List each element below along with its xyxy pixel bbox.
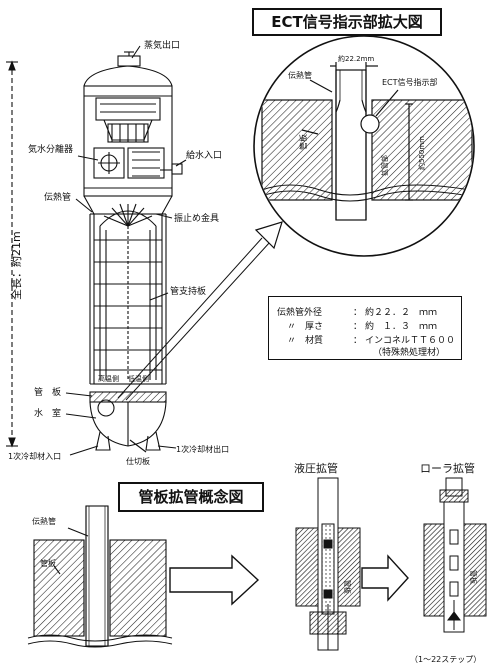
label-primary-outlet: 1次冷却材出口	[176, 444, 229, 454]
ect-label-diameter: 約22.2mm	[338, 54, 374, 63]
spec-colon-2: ：	[353, 322, 363, 332]
label-feedwater-inlet: 給水入口	[186, 149, 222, 161]
label-anti-vibration-bar: 振止め金具	[174, 212, 219, 224]
concept-label-tube-sheet-roller: 管板	[469, 570, 478, 584]
spec-row3-value: インコネルＴＴ６００	[365, 336, 456, 346]
label-divider-plate: 仕切板	[126, 456, 150, 466]
label-moisture-separator: 気水分離器	[28, 143, 73, 155]
label-heat-transfer-tube: 伝熱管	[44, 191, 71, 203]
hydraulic-expansion-drawing	[295, 477, 361, 651]
concept-label-steps: （1～22ステップ）	[410, 655, 481, 664]
label-tube-sheet: 管 板	[34, 386, 61, 398]
concept-before	[27, 505, 173, 648]
concept-label-tube-sheet: 管板	[40, 558, 56, 568]
enlarge-arrow	[117, 221, 283, 401]
label-water-chamber: 水 室	[34, 407, 61, 419]
expansion-concept-title: 管板拡管概念図	[118, 482, 264, 512]
ect-label-indicator: ECT信号指示部	[382, 77, 438, 87]
process-arrow-2	[361, 554, 409, 602]
ect-label-tube-sheet: 管板	[298, 134, 308, 150]
concept-label-tube-sheet-hydraulic: 管板	[343, 580, 352, 594]
label-hot-side: 高温側	[98, 374, 119, 383]
roller-expansion-drawing	[423, 477, 487, 633]
label-tube-support-plate: 管支持板	[170, 285, 206, 297]
label-steam-outlet: 蒸気出口	[144, 39, 180, 51]
ect-enlarged-title: ECT信号指示部拡大図	[252, 8, 442, 36]
spec-row3-note: （特殊熱処理材）	[373, 348, 446, 358]
ect-enlarged-circle	[253, 35, 475, 257]
spec-row1-label: 伝熱管外径	[277, 308, 323, 318]
spec-colon-1: ：	[353, 308, 363, 318]
label-primary-inlet: 1次冷却材入口	[8, 451, 61, 461]
spec-row2-label: 〃 厚さ	[287, 322, 324, 332]
label-cold-side: 低温側	[128, 374, 149, 383]
concept-label-roller: ローラ拡管	[420, 461, 475, 475]
ect-label-tube: 伝熱管	[288, 70, 312, 80]
ect-label-length: 約550mm	[417, 136, 426, 170]
tube-spec-box: 伝熱管外径 ： 約２２．２ ｍｍ 〃 厚さ ： 約 １．３ ｍｍ 〃 材質 ： …	[268, 296, 462, 360]
spec-row1-value: 約２２．２ ｍｍ	[365, 308, 438, 318]
concept-label-hydraulic: 液圧拡管	[294, 461, 338, 475]
ect-label-expanded-section: 拡管部	[380, 155, 389, 176]
spec-colon-3: ：	[353, 336, 363, 346]
spec-row2-value: 約 １．３ ｍｍ	[365, 322, 438, 332]
process-arrow-1	[169, 554, 260, 606]
spec-row3-label: 〃 材質	[287, 336, 324, 346]
concept-label-tube: 伝熱管	[32, 516, 56, 526]
label-overall-length: 全長：約21m	[9, 231, 23, 300]
steam-generator-drawing	[6, 45, 187, 456]
